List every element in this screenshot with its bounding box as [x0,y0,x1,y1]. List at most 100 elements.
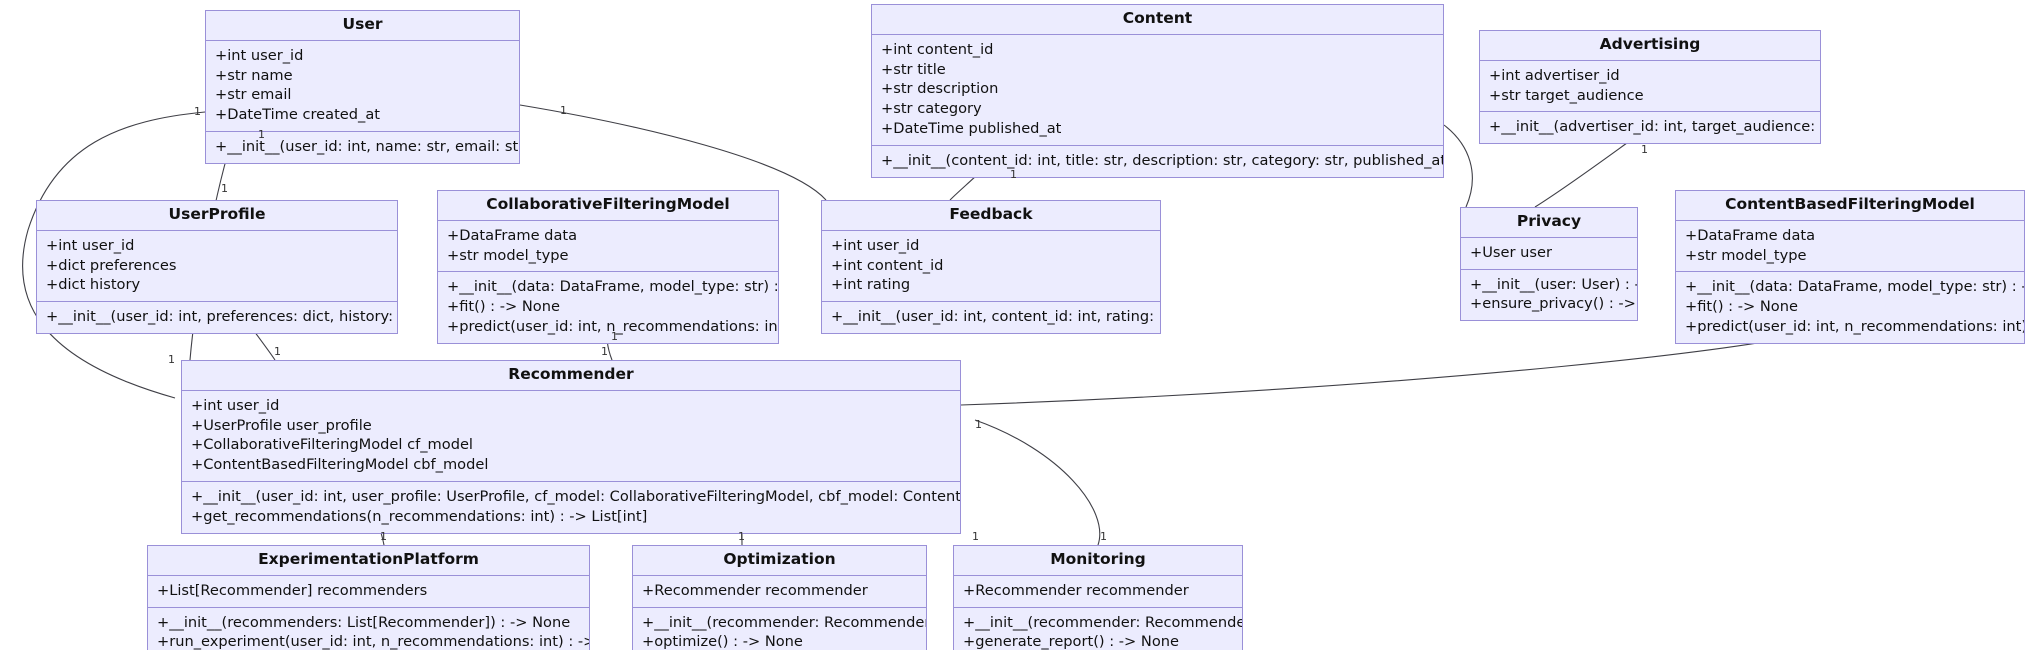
method-row: +run_experiment(user_id: int, n_recommen… [157,633,589,650]
class-methods-cfmodel: +__init__(data: DataFrame, model_type: s… [438,272,778,342]
class-title-cbfmodel: ContentBasedFilteringModel [1676,191,2024,221]
multiplicity-label: 1 [738,530,745,543]
multiplicity-label: 1 [1641,143,1648,156]
attribute-row: +DataFrame data [447,226,578,244]
class-methods-user: +__init__(user_id: int, name: str, email… [206,132,519,163]
method-row: +predict(user_id: int, n_recommendations… [1685,318,2025,335]
attribute-row: +int user_id [191,396,280,414]
attribute-row: +int user_id [46,236,135,254]
multiplicity-label: 1 [1010,168,1017,181]
class-box-advertising[interactable]: Advertising+int advertiser_id+str target… [1479,30,1821,145]
class-methods-advertising: +__init__(advertiser_id: int, target_aud… [1480,112,1820,143]
class-attributes-optimization: +Recommender recommender [633,576,926,608]
method-row: +ensure_privacy() : -> None [1470,295,1637,313]
class-attributes-privacy: +User user [1461,238,1637,270]
attribute-row: +Recommender recommender [642,581,868,599]
class-methods-content: +__init__(content_id: int, title: str, d… [872,146,1443,177]
method-row: +__init__(recommender: Recommender) : ->… [642,613,927,631]
attribute-row: +str model_type [447,246,569,264]
attribute-row: +str target_audience [1489,86,1644,104]
multiplicity-label: 1 [1100,530,1107,543]
class-attributes-feedback: +int user_id +int content_id +int rating [822,231,1160,303]
method-row: +__init__(recommenders: List[Recommender… [157,613,571,631]
method-row: +__init__(user: User) : -> None [1470,275,1637,293]
multiplicity-label: 1 [221,182,228,195]
attribute-row: +List[Recommender] recommenders [157,581,428,599]
class-box-monitoring[interactable]: Monitoring+Recommender recommender+__ini… [953,545,1243,650]
class-box-content[interactable]: Content+int content_id+str title+str des… [871,4,1444,178]
class-title-content: Content [872,5,1443,35]
attribute-row: +CollaborativeFilteringModel cf_model [191,436,473,454]
attribute-row: +Recommender recommender [963,581,1189,599]
method-row: +optimize() : -> None [642,633,803,650]
class-box-cfmodel[interactable]: CollaborativeFilteringModel +DataFrame da… [437,190,779,344]
class-title-cfmodel: CollaborativeFilteringModel [438,191,778,221]
class-box-privacy[interactable]: Privacy +User user +__init__(user: User) :… [1460,207,1638,322]
method-row: +__init__(user_id: int, preferences: dic… [46,308,397,326]
class-methods-recommender: +__init__(user_id: int, user_profile: Us… [182,482,960,533]
class-title-optimization: Optimization [633,546,926,576]
attribute-row: +int rating [831,276,911,294]
attribute-row: +int user_id [831,236,920,254]
method-row: +__init__(data: DataFrame, model_type: s… [1685,278,2024,296]
method-row: +fit() : -> None [447,298,560,316]
class-box-experimentation[interactable]: ExperimentationPlatform +List[Recommender… [147,545,590,650]
method-row: +__init__(recommender: Recommender) : ->… [963,613,1242,631]
method-row: +get_recommendations(n_recommendations: … [191,507,648,525]
class-methods-monitoring: +__init__(recommender: Recommender) : ->… [954,608,1242,650]
class-methods-privacy: +__init__(user: User) : -> None +ensure_p… [1461,270,1637,321]
attribute-row: +UserProfile user_profile [191,416,372,434]
attribute-row: +str description [881,80,999,98]
class-box-optimization[interactable]: Optimization +Recommender recommender +__i… [632,545,927,650]
method-row: +fit() : -> None [1685,298,1798,316]
attribute-row: +str category [881,100,982,118]
class-box-feedback[interactable]: Feedback+int user_id+int content_id+int … [821,200,1161,334]
class-title-user: User [206,11,519,41]
class-attributes-monitoring: +Recommender recommender [954,576,1242,608]
multiplicity-label: 1 [168,353,175,366]
class-attributes-user: +int user_id+str name+str email+DateTime… [206,41,519,132]
multiplicity-label: 1 [560,104,567,117]
class-box-recommender[interactable]: Recommender +int user_id +UserProfile user… [181,360,961,534]
attribute-row: +str model_type [1685,246,1807,264]
multiplicity-label: 1 [274,345,281,358]
attribute-row: +int advertiser_id [1489,66,1620,84]
method-row: +__init__(user_id: int, user_profile: Us… [191,488,961,505]
attribute-row: +DataFrame data [1685,226,1816,244]
attribute-row: +DateTime created_at [215,106,381,124]
class-methods-userprofile: +__init__(user_id: int, preferences: dic… [37,302,397,333]
multiplicity-label: 1 [194,105,201,118]
class-attributes-advertising: +int advertiser_id +str target_audience [1480,61,1820,113]
class-box-cbfmodel[interactable]: ContentBasedFilteringModel+DataFrame dat… [1675,190,2025,344]
attribute-row: +dict preferences [46,256,177,274]
multiplicity-label: 1 [975,418,982,431]
class-title-experimentation: ExperimentationPlatform [148,546,589,576]
method-row: +__init__(user_id: int, content_id: int,… [831,308,1160,326]
method-row: +__init__(advertiser_id: int, target_aud… [1489,118,1820,136]
class-title-feedback: Feedback [822,201,1160,231]
attribute-row: +str email [215,86,292,104]
class-methods-optimization: +__init__(recommender: Recommender) : ->… [633,608,926,650]
class-attributes-content: +int content_id+str title+str descriptio… [872,35,1443,146]
attribute-row: +int content_id [881,40,994,58]
attribute-row: +int content_id [831,256,944,274]
attribute-row: +User user [1470,243,1552,261]
multiplicity-label: 1 [380,530,387,543]
attribute-row: +ContentBasedFilteringModel cbf_model [191,456,489,474]
class-title-recommender: Recommender [182,361,960,391]
class-title-privacy: Privacy [1461,208,1637,238]
edge-recommender-to-monitoring [974,419,1101,546]
class-methods-experimentation: +__init__(recommenders: List[Recommender… [148,608,589,650]
class-attributes-cbfmodel: +DataFrame data +str model_type [1676,221,2024,273]
attribute-row: +int user_id [215,46,304,64]
class-attributes-userprofile: +int user_id+dict preferences+dict histo… [37,231,397,303]
method-row: +__init__(user_id: int, name: str, email… [215,138,519,155]
multiplicity-label: 1 [972,530,979,543]
method-row: +predict(user_id: int, n_recommendations… [447,318,778,335]
attribute-row: +DateTime published_at [881,120,1062,137]
class-box-userprofile[interactable]: UserProfile+int user_id+dict preferences… [36,200,398,334]
edge-user-to-feedback [519,104,827,201]
class-attributes-recommender: +int user_id +UserProfile user_profile +Co… [182,391,960,482]
class-box-user[interactable]: User+int user_id+str name+str email+Date… [205,10,520,164]
